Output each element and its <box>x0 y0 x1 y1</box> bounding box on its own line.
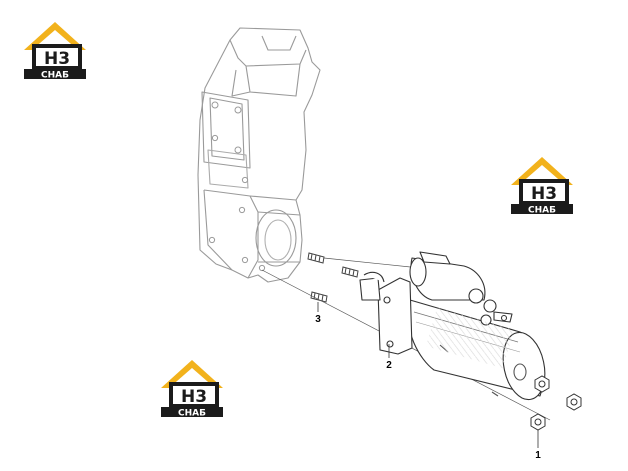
nut-callout-1 <box>530 413 546 431</box>
callout-3: 3 <box>315 314 321 325</box>
house-logo-icon: Н3 СНАБ <box>511 157 573 216</box>
svg-text:СНАБ: СНАБ <box>178 409 206 419</box>
house-logo-icon: Н3 СНАБ <box>24 22 86 81</box>
watermark-logo-top-left: Н3 СНАБ <box>20 20 90 80</box>
stud-upper <box>307 252 325 264</box>
svg-text:СНАБ: СНАБ <box>528 206 556 216</box>
svg-text:СНАБ: СНАБ <box>41 71 69 81</box>
svg-text:Н3: Н3 <box>44 49 70 69</box>
watermark-logo-bottom-left: Н3 СНАБ <box>157 358 227 418</box>
svg-text:Н3: Н3 <box>181 387 207 407</box>
housing-bolt-holes <box>208 101 266 272</box>
nut-on-starter <box>534 375 550 393</box>
watermark-logo-right: Н3 СНАБ <box>507 155 577 215</box>
svg-text:Н3: Н3 <box>531 184 557 204</box>
callout-2: 2 <box>386 360 392 371</box>
callout-leaders <box>317 302 539 448</box>
stud-middle <box>341 266 359 278</box>
callout-1: 1 <box>535 450 541 461</box>
body-texture <box>426 307 514 369</box>
flywheel-housing <box>197 27 321 283</box>
nut-loose <box>566 393 582 411</box>
house-logo-icon: Н3 СНАБ <box>161 360 223 419</box>
